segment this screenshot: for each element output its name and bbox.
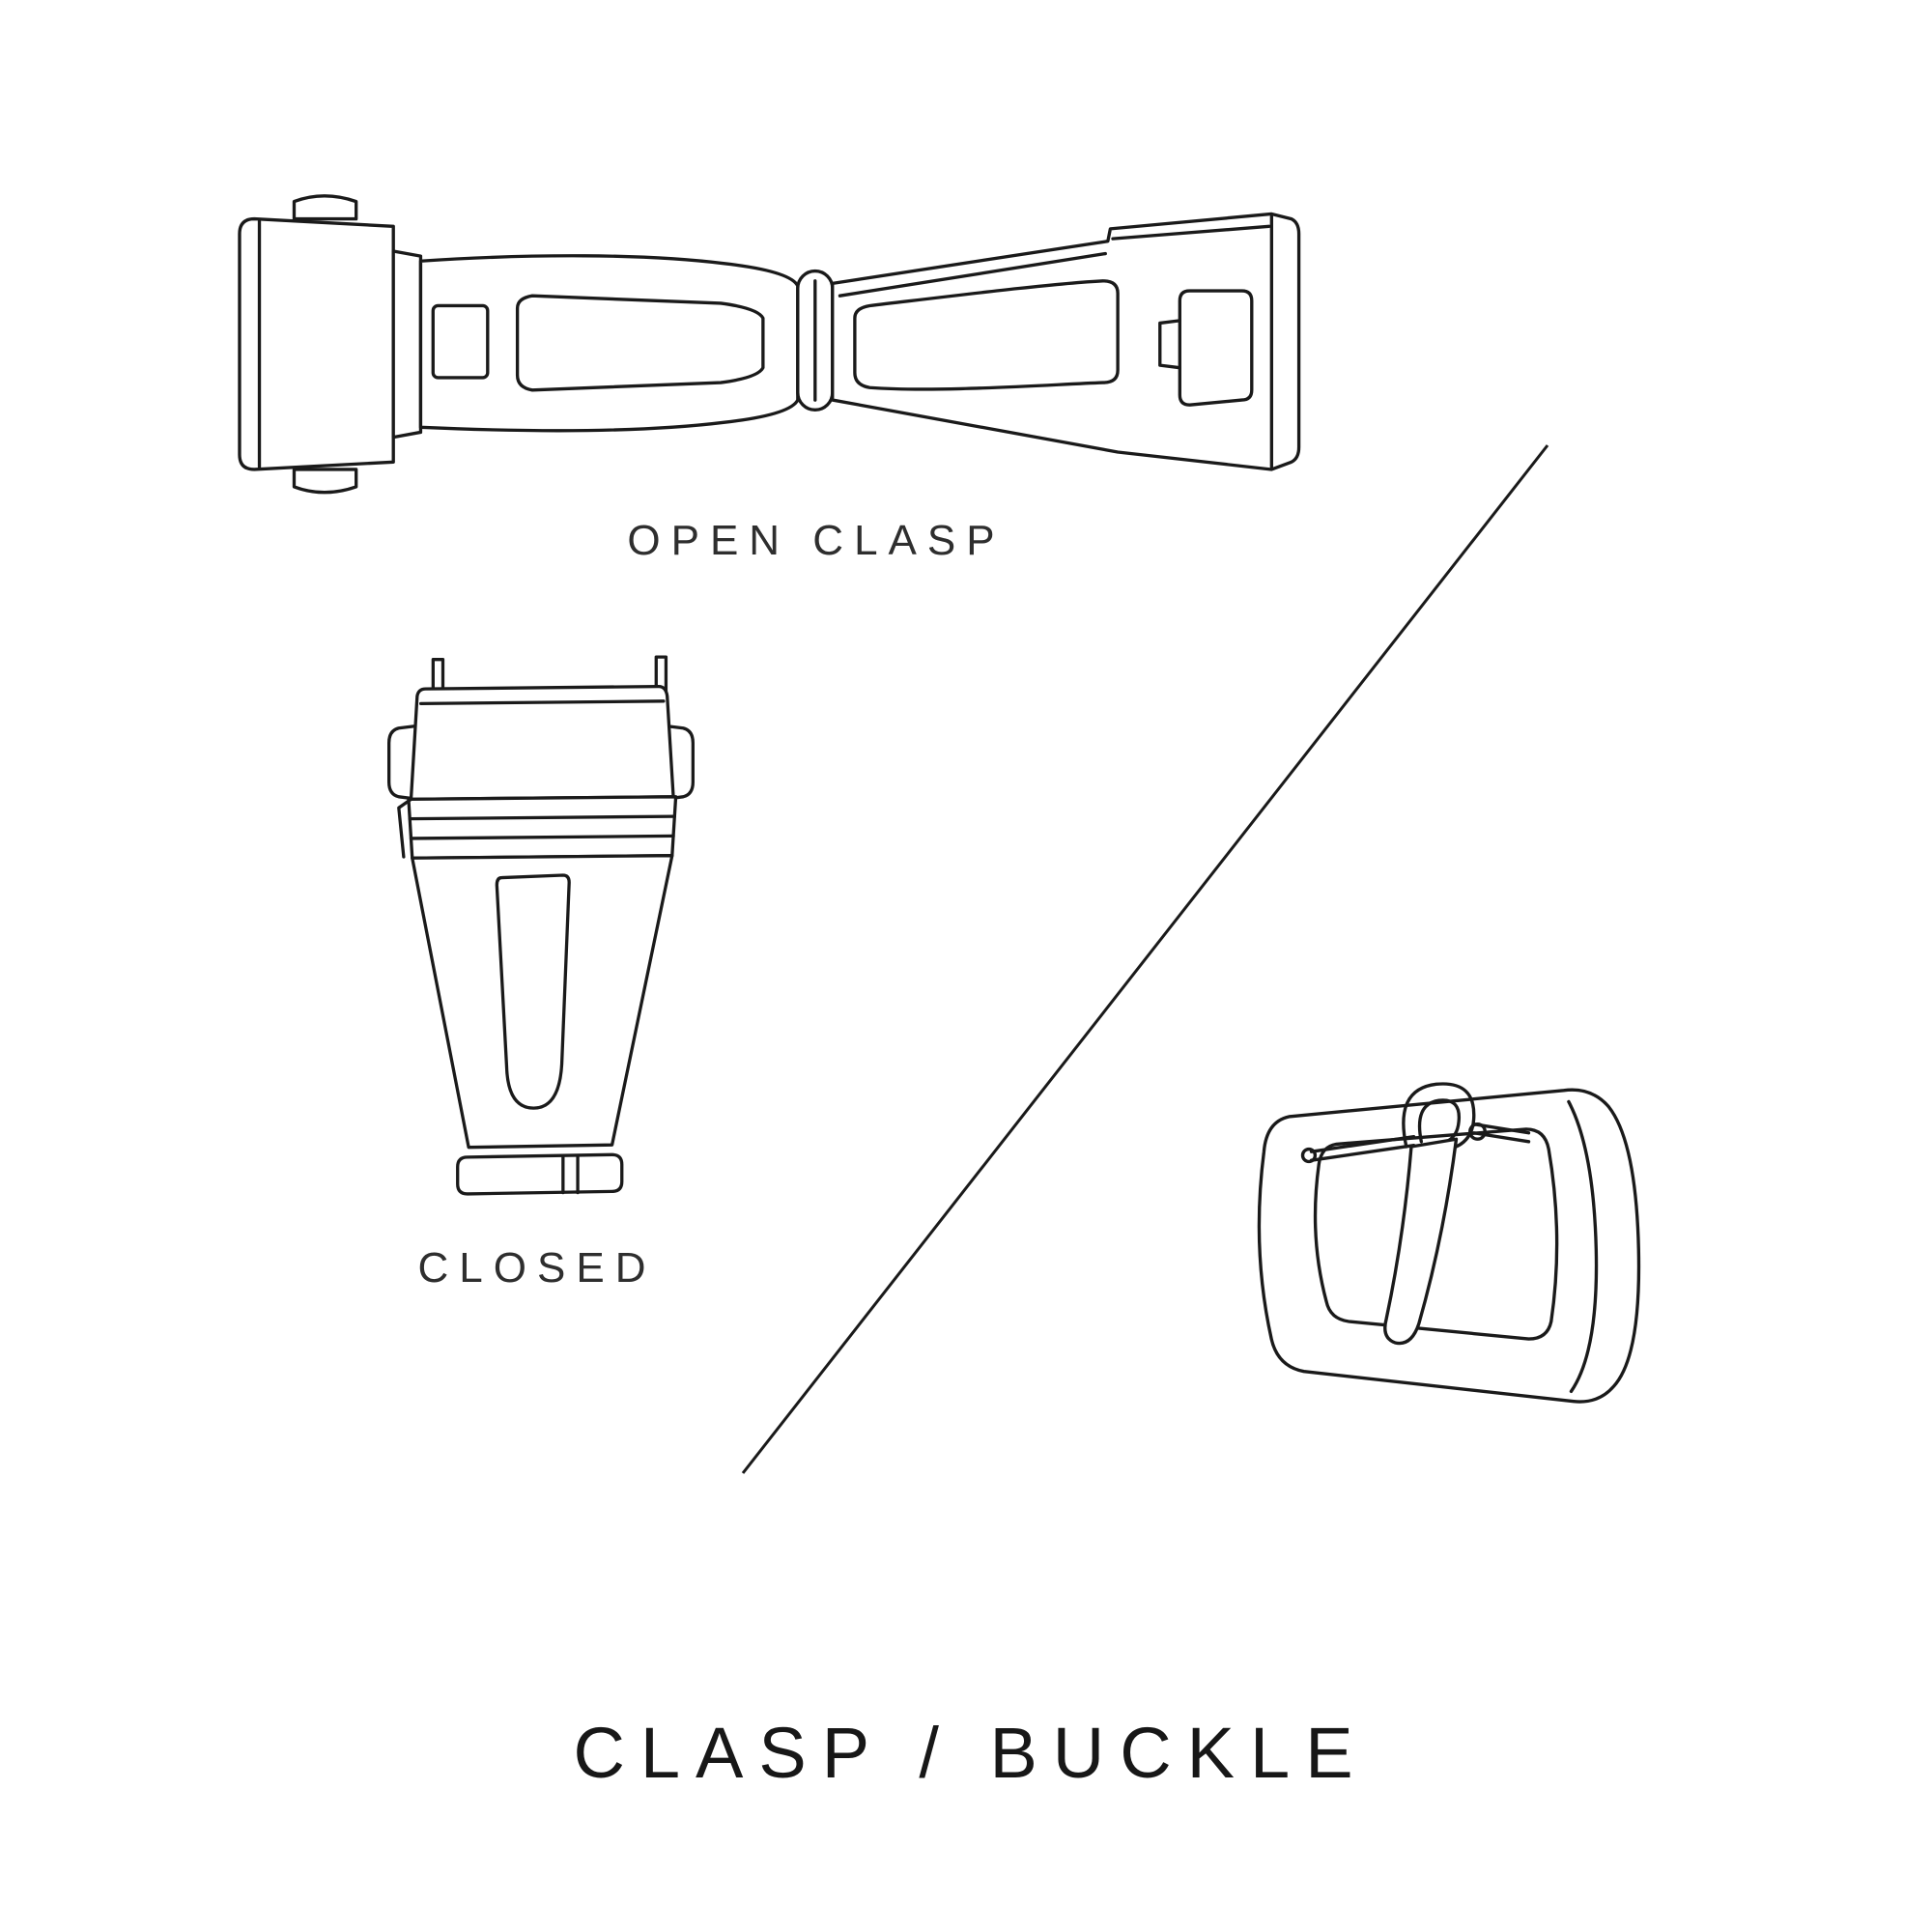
tang-buckle <box>1257 1082 1641 1404</box>
diagram-title: CLASP / BUCKLE <box>573 1713 1369 1793</box>
left-arm <box>418 254 800 433</box>
closed-clasp-label: CLOSED <box>417 1244 657 1292</box>
closed-clasp-illustration <box>387 655 695 1196</box>
hinge <box>796 269 835 412</box>
right-arm <box>831 212 1301 471</box>
tang-buckle-illustration <box>1257 1082 1641 1404</box>
open-clasp-illustration <box>238 194 1301 495</box>
closed-clasp <box>387 655 695 1196</box>
fold-piece <box>238 194 423 495</box>
open-clasp-label: OPEN CLASP <box>627 517 1006 564</box>
